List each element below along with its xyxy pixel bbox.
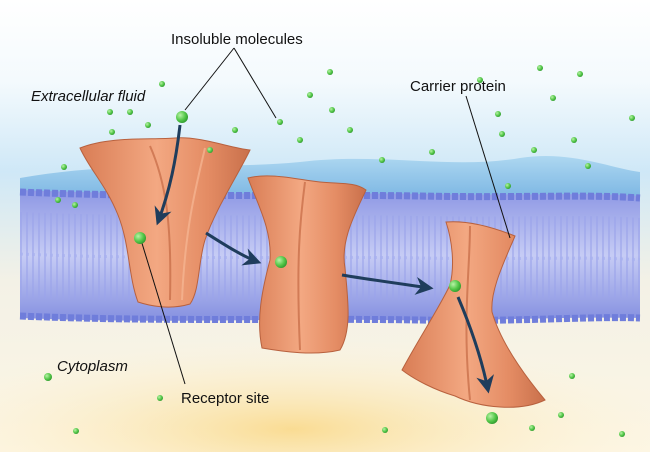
molecule (449, 280, 461, 292)
molecule (529, 425, 535, 431)
insoluble-molecules (44, 65, 635, 437)
molecule (329, 107, 335, 113)
molecule (134, 232, 146, 244)
label-cytoplasm: Cytoplasm (57, 358, 128, 375)
leader-receptor (140, 239, 186, 385)
molecule (477, 77, 483, 83)
arrow-exit (456, 296, 494, 394)
molecule (499, 131, 505, 137)
phospholipid-heads-lower (19, 312, 641, 324)
molecule (327, 69, 333, 75)
molecule (486, 412, 498, 424)
molecule (505, 183, 511, 189)
arrow-entry (154, 124, 182, 226)
molecule (61, 164, 67, 170)
molecule (531, 147, 537, 153)
molecule (145, 122, 151, 128)
molecule (176, 111, 188, 123)
carrier-protein-transition (247, 175, 367, 354)
molecule (347, 127, 353, 133)
label-extracellular-fluid: Extracellular fluid (31, 88, 146, 105)
molecule (558, 412, 564, 418)
carrier-protein-open-inside (401, 221, 546, 408)
molecule (619, 431, 625, 437)
molecule (307, 92, 313, 98)
molecule (107, 109, 113, 115)
molecule (55, 197, 61, 203)
phospholipid-heads-mid (19, 252, 641, 262)
molecule (379, 157, 385, 163)
molecule (629, 115, 635, 121)
molecule (577, 71, 583, 77)
label-carrier-protein: Carrier protein (410, 78, 506, 95)
molecule (72, 202, 78, 208)
arrow-transfer-1 (205, 231, 262, 266)
label-receptor-site: Receptor site (181, 390, 270, 407)
molecule (44, 373, 52, 381)
molecule (585, 163, 591, 169)
molecule (569, 373, 575, 379)
molecule (127, 109, 133, 115)
molecule (159, 81, 165, 87)
molecule (157, 395, 163, 401)
leader-insoluble-a (184, 47, 235, 111)
leader-insoluble-b (233, 47, 277, 119)
molecule (109, 129, 115, 135)
molecule (275, 256, 287, 268)
molecule (382, 427, 388, 433)
molecule (277, 119, 283, 125)
molecule (429, 149, 435, 155)
molecule (550, 95, 556, 101)
arrow-transfer-2 (341, 273, 434, 295)
molecule (207, 147, 213, 153)
label-insoluble-molecules: Insoluble molecules (171, 31, 303, 48)
leader-carrier (465, 95, 511, 239)
molecule (297, 137, 303, 143)
molecule (495, 111, 501, 117)
molecule (537, 65, 543, 71)
molecule (232, 127, 238, 133)
molecule (73, 428, 79, 434)
molecule (571, 137, 577, 143)
